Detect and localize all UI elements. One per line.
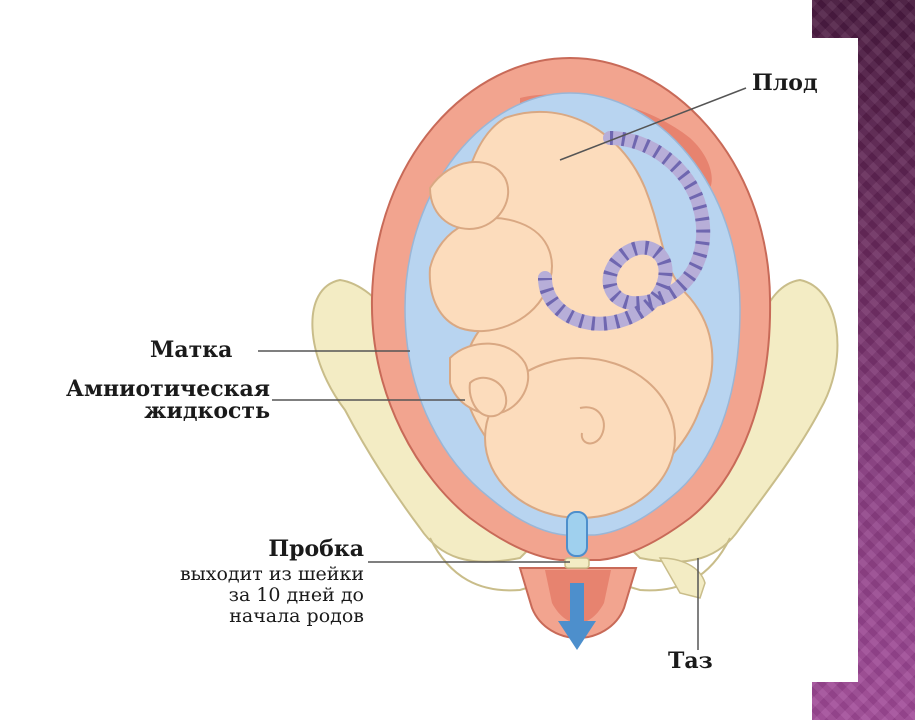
label-plug-note3: начала родов xyxy=(229,605,364,627)
label-plug: Пробка xyxy=(268,536,364,562)
anatomy-illustration xyxy=(258,56,839,650)
label-plug-note1: выходит из шейки xyxy=(179,563,364,585)
label-plug-note2: за 10 дней до xyxy=(228,584,364,606)
label-uterus: Матка xyxy=(150,337,233,363)
label-amniotic-line1: Амниотическая xyxy=(66,376,270,402)
label-pelvis: Таз xyxy=(668,648,713,674)
delivery-arrow xyxy=(558,583,596,650)
mucus-plug-illustration xyxy=(564,511,590,569)
label-fetus: Плод xyxy=(752,70,818,96)
diagram-canvas: Плод Матка Амниотическая жидкость Пробка… xyxy=(0,38,858,682)
label-amniotic-line2: жидкость xyxy=(144,398,270,424)
fetus-illustration xyxy=(428,110,714,519)
fetus-leader-line xyxy=(559,87,747,161)
leader-lines xyxy=(258,87,747,650)
